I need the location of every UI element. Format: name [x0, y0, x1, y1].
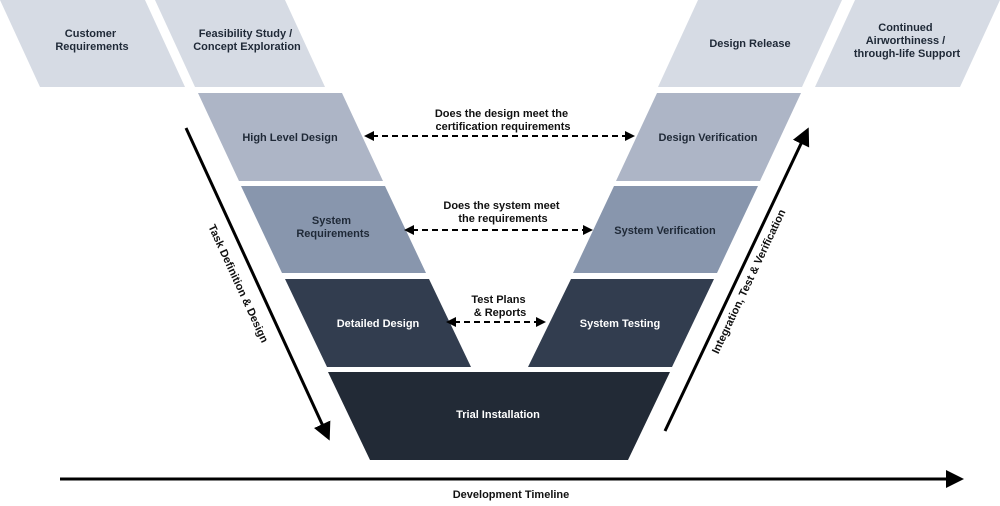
certification-connector-label: Does the design meet the certification r…	[435, 108, 571, 133]
system-verification-label: System Verification	[614, 225, 716, 237]
feasibility-study-label: Feasibility Study / Concept Exploration	[193, 28, 301, 53]
system-verification-box	[573, 186, 758, 273]
continued-airworthiness-label: Continued Airworthiness / through-life S…	[854, 22, 961, 60]
high-level-design-box	[198, 93, 383, 181]
test-plans-connector-label: Test Plans & Reports	[471, 294, 528, 319]
trial-installation-box	[328, 372, 670, 460]
task-definition-arrow	[184, 127, 331, 441]
system-requirements-label: System Requirements	[296, 215, 369, 240]
integration-arrow	[663, 127, 810, 432]
design-release-label: Design Release	[709, 38, 790, 50]
customer-requirements-label: Customer Requirements	[55, 28, 128, 53]
detailed-design-box	[285, 279, 471, 367]
system-requirements-box	[241, 186, 426, 273]
system-testing-label: System Testing	[580, 318, 661, 330]
system-testing-box	[528, 279, 714, 367]
continued-airworthiness-box	[815, 0, 1000, 87]
requirements-connector-label: Does the system meet the requirements	[443, 200, 562, 225]
development-timeline-label: Development Timeline	[453, 489, 570, 501]
trial-installation-label: Trial Installation	[456, 409, 540, 421]
feasibility-study-box	[155, 0, 325, 87]
design-release-box	[658, 0, 842, 87]
design-verification-label: Design Verification	[658, 132, 757, 144]
detailed-design-label: Detailed Design	[337, 318, 420, 330]
customer-requirements-box	[0, 0, 185, 87]
design-verification-box	[616, 93, 801, 181]
high-level-design-label: High Level Design	[242, 132, 338, 144]
